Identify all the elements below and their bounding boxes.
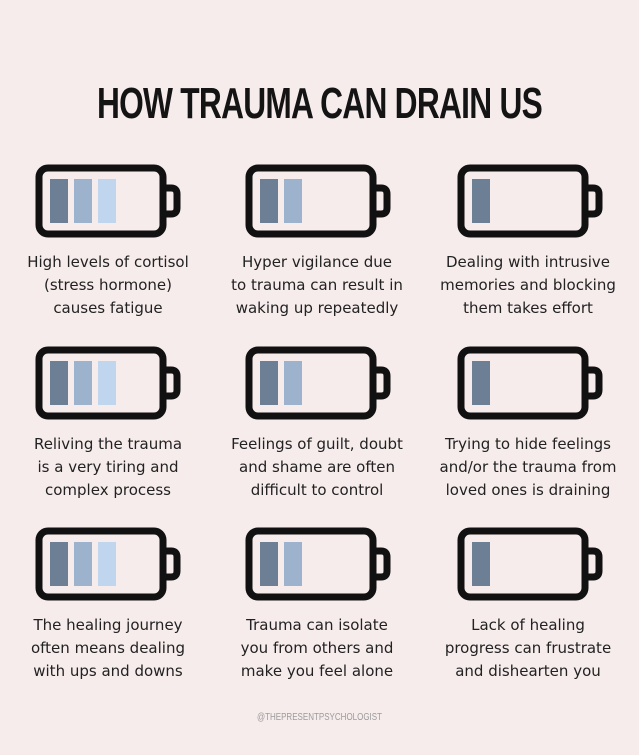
caption-line: Reliving the trauma xyxy=(33,435,183,453)
charge-bar xyxy=(74,542,92,586)
caption-line: you from others and xyxy=(240,639,394,657)
battery-two-bars-icon xyxy=(245,346,391,422)
battery-terminal xyxy=(163,547,181,581)
caption-line: progress can frustrate xyxy=(444,639,612,657)
charge-bar xyxy=(50,542,68,586)
battery-body xyxy=(457,164,589,238)
charge-bar xyxy=(260,542,278,586)
caption-line: and shame are often xyxy=(239,458,395,476)
battery-card: The healing journey often means dealing wi… xyxy=(3,527,213,687)
battery-terminal xyxy=(163,184,181,218)
battery-one-bar-icon xyxy=(457,164,603,240)
battery-two-bars-icon xyxy=(245,527,391,603)
battery-body xyxy=(35,346,167,420)
battery-card: Reliving the trauma is a very tiring and c… xyxy=(3,346,213,506)
battery-body xyxy=(245,527,377,601)
caption-line: them takes effort xyxy=(463,299,593,317)
battery-terminal xyxy=(373,184,391,218)
battery-card: Trauma can isolate you from others and mak… xyxy=(212,527,422,687)
caption-line: The healing journey xyxy=(33,616,183,634)
battery-one-bar-icon xyxy=(457,527,603,603)
caption-line: Feelings of guilt, doubt xyxy=(231,435,403,453)
battery-caption: Lack of healing progress can frustrate and… xyxy=(423,614,633,683)
caption-line: Hyper vigilance due xyxy=(242,253,392,271)
battery-card: Dealing with intrusive memories and block… xyxy=(423,164,633,324)
charge-bar xyxy=(98,361,116,405)
caption-line: Dealing with intrusive xyxy=(445,253,610,271)
caption-line: is a very tiring and xyxy=(37,458,179,476)
caption-line: High levels of cortisol xyxy=(27,253,189,271)
battery-card: Hyper vigilance due to trauma can result … xyxy=(212,164,422,324)
battery-terminal xyxy=(585,366,603,400)
charge-bar xyxy=(260,361,278,405)
battery-body xyxy=(35,527,167,601)
battery-caption: Feelings of guilt, doubt and shame are of… xyxy=(212,433,422,502)
charge-bar xyxy=(50,179,68,223)
caption-line: make you feel alone xyxy=(240,662,394,680)
battery-body xyxy=(457,527,589,601)
battery-caption: Reliving the trauma is a very tiring and c… xyxy=(3,433,213,502)
caption-line: difficult to control xyxy=(250,481,384,499)
caption-line: Lack of healing xyxy=(471,616,585,634)
battery-terminal xyxy=(585,547,603,581)
battery-terminal xyxy=(373,366,391,400)
battery-caption: Hyper vigilance due to trauma can result … xyxy=(212,251,422,320)
battery-terminal xyxy=(585,184,603,218)
charge-bar xyxy=(74,179,92,223)
battery-three-bars-icon xyxy=(35,164,181,240)
caption-line: causes fatigue xyxy=(53,299,163,317)
battery-caption: Dealing with intrusive memories and block… xyxy=(423,251,633,320)
charge-bar xyxy=(472,179,490,223)
battery-card: Lack of healing progress can frustrate and… xyxy=(423,527,633,687)
battery-card: Feelings of guilt, doubt and shame are of… xyxy=(212,346,422,506)
charge-bar xyxy=(74,361,92,405)
battery-terminal xyxy=(163,366,181,400)
charge-bar xyxy=(472,361,490,405)
battery-one-bar-icon xyxy=(457,346,603,422)
caption-line: waking up repeatedly xyxy=(235,299,399,317)
credit-handle: @THEPRESENTPSYCHOLOGIST xyxy=(256,712,383,723)
battery-caption: The healing journey often means dealing wi… xyxy=(3,614,213,683)
caption-line: and/or the trauma from xyxy=(439,458,617,476)
battery-caption: Trauma can isolate you from others and mak… xyxy=(212,614,422,683)
charge-bar xyxy=(50,361,68,405)
battery-caption: Trying to hide feelings and/or the trauma… xyxy=(423,433,633,502)
caption-line: Trauma can isolate xyxy=(246,616,388,634)
page-title: HOW TRAUMA CAN DRAIN US xyxy=(96,79,543,128)
caption-line: often means dealing xyxy=(30,639,185,657)
caption-line: memories and blocking xyxy=(440,276,616,294)
battery-body xyxy=(457,346,589,420)
caption-line: Trying to hide feelings xyxy=(445,435,611,453)
charge-bar xyxy=(260,179,278,223)
caption-line: loved ones is draining xyxy=(445,481,611,499)
caption-line: complex process xyxy=(45,481,171,499)
caption-line: to trauma can result in xyxy=(231,276,403,294)
charge-bar xyxy=(284,179,302,223)
battery-body xyxy=(245,164,377,238)
battery-terminal xyxy=(373,547,391,581)
charge-bar xyxy=(98,179,116,223)
charge-bar xyxy=(284,542,302,586)
battery-body xyxy=(245,346,377,420)
battery-body xyxy=(35,164,167,238)
caption-line: and dishearten you xyxy=(455,662,601,680)
battery-three-bars-icon xyxy=(35,527,181,603)
battery-two-bars-icon xyxy=(245,164,391,240)
battery-card: High levels of cortisol (stress hormone) c… xyxy=(3,164,213,324)
charge-bar xyxy=(284,361,302,405)
caption-line: (stress hormone) xyxy=(44,276,172,294)
caption-line: with ups and downs xyxy=(33,662,183,680)
battery-caption: High levels of cortisol (stress hormone) c… xyxy=(3,251,213,320)
battery-card: Trying to hide feelings and/or the trauma… xyxy=(423,346,633,506)
battery-three-bars-icon xyxy=(35,346,181,422)
charge-bar xyxy=(98,542,116,586)
charge-bar xyxy=(472,542,490,586)
